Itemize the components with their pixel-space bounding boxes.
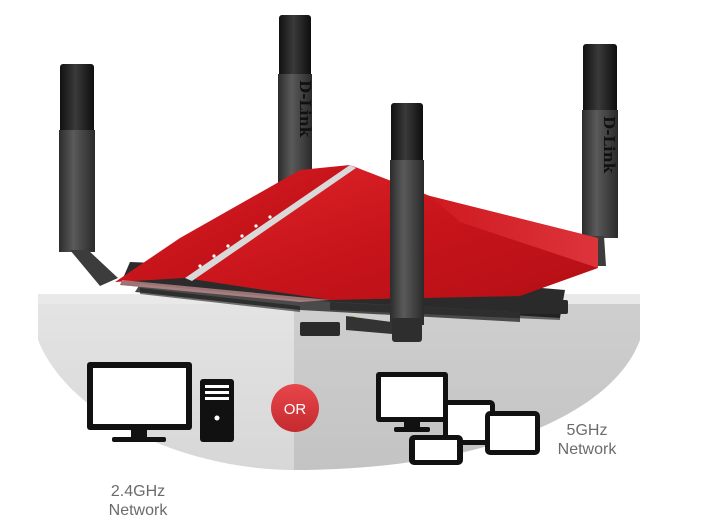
tablet-icon [485, 411, 540, 455]
network-label-5ghz: 5GHz Network [545, 421, 629, 459]
network-word: Network [557, 441, 617, 458]
desktop-monitor-icon [87, 362, 192, 442]
band-label: 5GHz [566, 422, 608, 439]
or-label: OR [284, 401, 307, 418]
dlink-logo-antenna: D-Link [296, 80, 314, 138]
status-led-strip [198, 215, 272, 268]
antenna-back-right: D-Link [582, 44, 618, 266]
desktop-monitor-icon [376, 372, 448, 432]
antenna-front [346, 103, 424, 342]
pc-tower-icon [200, 379, 234, 442]
network-label-2-4ghz: 2.4GHz Network [96, 482, 180, 520]
network-word: Network [108, 502, 168, 519]
antenna-back-center: D-Link [278, 15, 314, 184]
dlink-logo-antenna: D-Link [600, 116, 618, 174]
or-separator: OR [271, 384, 319, 432]
antenna-back-left [59, 64, 118, 286]
phone-icon [409, 435, 463, 465]
tablet-icon [443, 400, 495, 445]
band-label: 2.4GHz [110, 483, 166, 500]
